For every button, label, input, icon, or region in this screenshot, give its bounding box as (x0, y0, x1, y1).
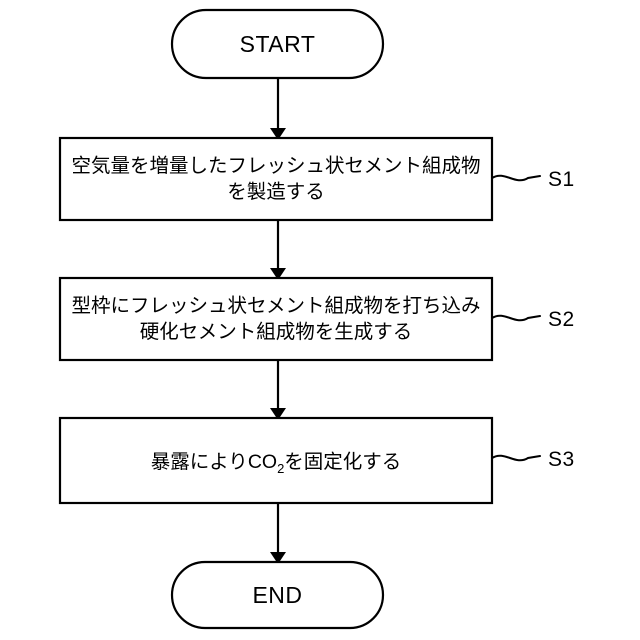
end-terminator-label: END (252, 582, 302, 608)
connector-s3-to-end (270, 503, 286, 564)
connector-arrowhead (270, 268, 286, 280)
process-box-s3-text-co: CO (248, 451, 277, 473)
start-terminator: START (170, 8, 385, 80)
process-box-s3-text-subscript: 2 (277, 461, 284, 476)
connector-arrowhead (270, 408, 286, 420)
connector-arrowhead (270, 552, 286, 564)
connector-arrowhead (270, 128, 286, 140)
process-box-s1: 空気量を増量したフレッシュ状セメント組成物 を製造する (58, 136, 494, 222)
step-label-s2: S2 (548, 308, 575, 331)
step-label-s2-group: S2 (491, 308, 575, 331)
process-box-s3: 暴露によりCO2を固定化する (58, 416, 494, 505)
process-box-s1-shape (58, 136, 494, 222)
connector-start-to-s1 (270, 78, 286, 140)
step-label-s1-leader (491, 174, 541, 182)
step-label-s3: S3 (548, 448, 575, 471)
step-label-s2-leader (491, 314, 541, 322)
connector-s1-to-s2 (270, 220, 286, 280)
process-box-s3-line-1: 暴露によりCO2を固定化する (151, 451, 402, 476)
end-terminator: END (170, 560, 385, 630)
process-box-s2-shape (58, 276, 494, 362)
start-terminator-label: START (240, 31, 316, 57)
step-label-s1-group: S1 (491, 168, 575, 191)
step-label-s3-group: S3 (491, 448, 575, 471)
process-box-s1-line-1: 空気量を増量したフレッシュ状セメント組成物 (71, 155, 480, 177)
step-label-s1: S1 (548, 168, 575, 191)
process-box-s2-line-2: 硬化セメント組成物を生成する (140, 321, 413, 343)
end-terminator-shape (170, 560, 385, 630)
process-box-s3-text-pre: 暴露により (151, 451, 248, 473)
step-label-s3-leader (491, 454, 541, 462)
connector-s2-to-s3 (270, 360, 286, 420)
process-box-s3-shape (58, 416, 494, 505)
process-box-s3-text-post: を固定化する (284, 451, 401, 473)
process-box-s2: 型枠にフレッシュ状セメント組成物を打ち込み 硬化セメント組成物を生成する (58, 276, 494, 362)
process-box-s1-line-2: を製造する (227, 181, 325, 203)
process-box-s2-line-1: 型枠にフレッシュ状セメント組成物を打ち込み (71, 295, 480, 317)
